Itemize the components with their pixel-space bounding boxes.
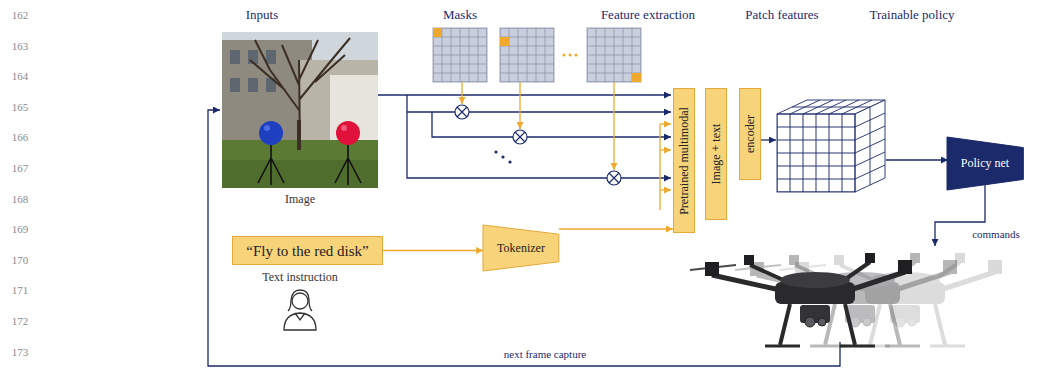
arrow-label: next frame capture (504, 348, 586, 361)
navy-image-paths (208, 95, 985, 366)
column-header: Patch features (745, 7, 818, 23)
line-number: 163 (12, 40, 29, 53)
input-photo (222, 32, 378, 188)
line-number: 171 (12, 284, 29, 297)
encoder-block: Pretrained multimodal (673, 88, 695, 233)
line-number: 165 (12, 101, 29, 114)
drone-illustration (690, 253, 1002, 346)
tokenizer-block: Tokenizer (483, 225, 559, 271)
node-text: Tokenizer (497, 241, 545, 255)
line-number: 167 (12, 162, 29, 175)
line-number: 166 (12, 131, 29, 144)
line-number: 170 (12, 254, 29, 267)
node-text: Image + text (709, 124, 723, 185)
node-text: encoder (743, 115, 757, 153)
connector-arrow (383, 250, 483, 251)
line-number: 172 (12, 315, 29, 328)
policy-net-block: Policy net (947, 137, 1023, 190)
arrow-label: commands (972, 228, 1020, 241)
instruction-box: “Fly to the red disk” (232, 236, 383, 265)
patch-feature-cube (777, 100, 885, 192)
line-number: 169 (12, 223, 29, 236)
node-text: “Fly to the red disk” (246, 242, 368, 260)
person-icon (284, 290, 316, 330)
line-number: 173 (12, 346, 29, 359)
ellipsis-dots (494, 150, 511, 163)
connector-arrow (559, 228, 673, 229)
column-header: Inputs (246, 7, 279, 23)
encoder-block: Image + text (705, 88, 727, 220)
column-header: Trainable policy (869, 7, 954, 23)
node-text: Pretrained multimodal (677, 107, 691, 215)
encoder-block: encoder (739, 88, 761, 180)
line-number: 164 (12, 70, 29, 83)
image-caption: Image (285, 192, 315, 206)
multiply-symbols (455, 105, 621, 185)
node-text: Policy net (961, 156, 1009, 170)
mask-grids (433, 28, 641, 82)
mask-paths (462, 82, 671, 210)
column-header: Masks (443, 7, 477, 23)
line-number: 162 (12, 9, 29, 22)
instruction-caption: Text instruction (262, 270, 337, 284)
column-header: Feature extraction (601, 7, 695, 23)
line-number: 168 (12, 193, 29, 206)
